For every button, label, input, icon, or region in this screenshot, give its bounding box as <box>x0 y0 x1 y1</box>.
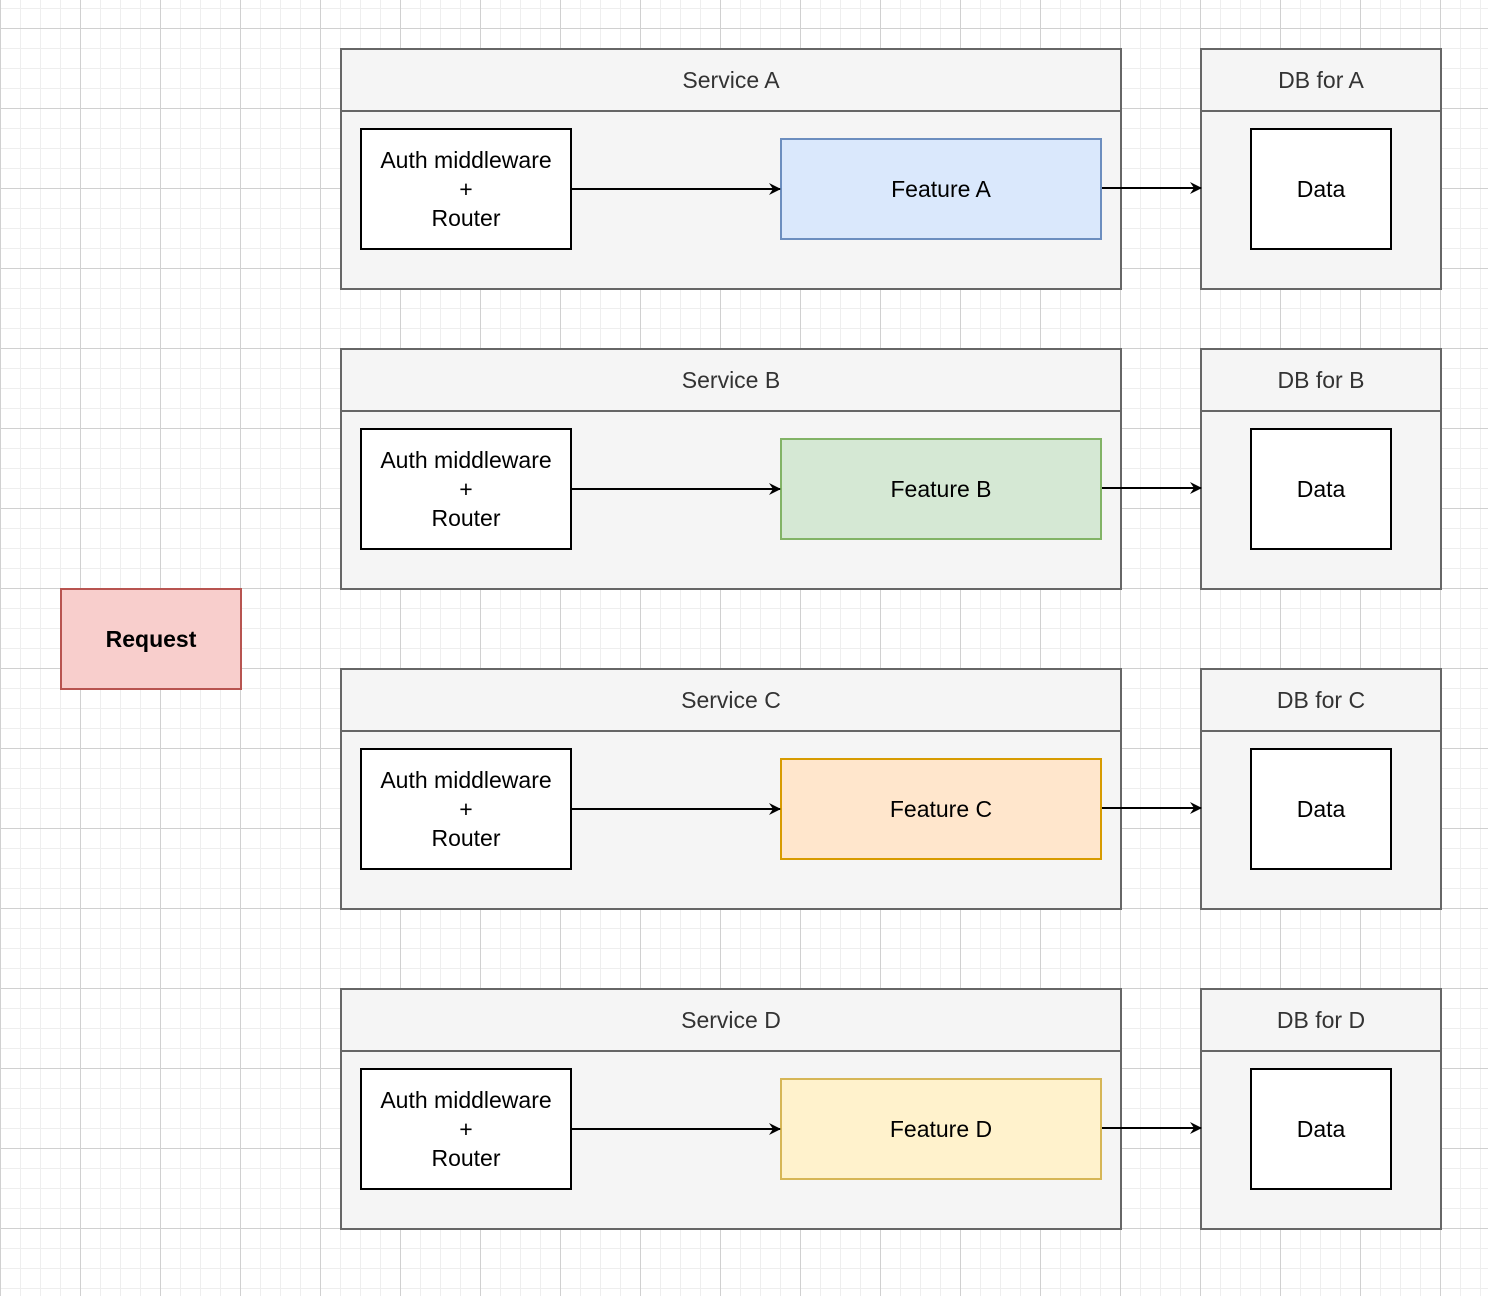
auth-line-3: Router <box>431 204 501 231</box>
request-node[interactable]: Request <box>60 588 242 690</box>
feature-d-box[interactable]: Feature D <box>780 1078 1102 1180</box>
auth-line-1: Auth middleware <box>380 146 552 173</box>
auth-line-1: Auth middleware <box>380 1086 552 1113</box>
service-c-title: Service C <box>342 670 1120 732</box>
db-c-data-label: Data <box>1296 795 1346 822</box>
auth-line-3: Router <box>431 504 501 531</box>
auth-line-2: + <box>459 795 473 822</box>
service-a-title: Service A <box>342 50 1120 112</box>
db-a-data-label: Data <box>1296 175 1346 202</box>
service-a-auth-router[interactable]: Auth middleware + Router <box>360 128 572 250</box>
feature-b-label: Feature B <box>890 475 992 502</box>
db-c-data-box[interactable]: Data <box>1250 748 1392 870</box>
service-c-auth-router[interactable]: Auth middleware + Router <box>360 748 572 870</box>
auth-line-1: Auth middleware <box>380 766 552 793</box>
auth-line-3: Router <box>431 1144 501 1171</box>
service-b-title: Service B <box>342 350 1120 412</box>
feature-c-label: Feature C <box>889 795 993 822</box>
db-d-data-label: Data <box>1296 1115 1346 1142</box>
db-d-data-box[interactable]: Data <box>1250 1068 1392 1190</box>
auth-line-2: + <box>459 1115 473 1142</box>
db-c-title: DB for C <box>1202 670 1440 732</box>
service-d-auth-router[interactable]: Auth middleware + Router <box>360 1068 572 1190</box>
auth-line-2: + <box>459 475 473 502</box>
request-label: Request <box>105 625 197 652</box>
auth-line-1: Auth middleware <box>380 446 552 473</box>
db-b-data-label: Data <box>1296 475 1346 502</box>
feature-a-label: Feature A <box>891 175 991 202</box>
auth-line-2: + <box>459 175 473 202</box>
service-d-title: Service D <box>342 990 1120 1052</box>
db-b-data-box[interactable]: Data <box>1250 428 1392 550</box>
feature-b-box[interactable]: Feature B <box>780 438 1102 540</box>
feature-a-box[interactable]: Feature A <box>780 138 1102 240</box>
db-d-title: DB for D <box>1202 990 1440 1052</box>
auth-line-3: Router <box>431 824 501 851</box>
db-a-data-box[interactable]: Data <box>1250 128 1392 250</box>
feature-c-box[interactable]: Feature C <box>780 758 1102 860</box>
db-b-title: DB for B <box>1202 350 1440 412</box>
service-b-auth-router[interactable]: Auth middleware + Router <box>360 428 572 550</box>
db-a-title: DB for A <box>1202 50 1440 112</box>
feature-d-label: Feature D <box>889 1115 993 1142</box>
